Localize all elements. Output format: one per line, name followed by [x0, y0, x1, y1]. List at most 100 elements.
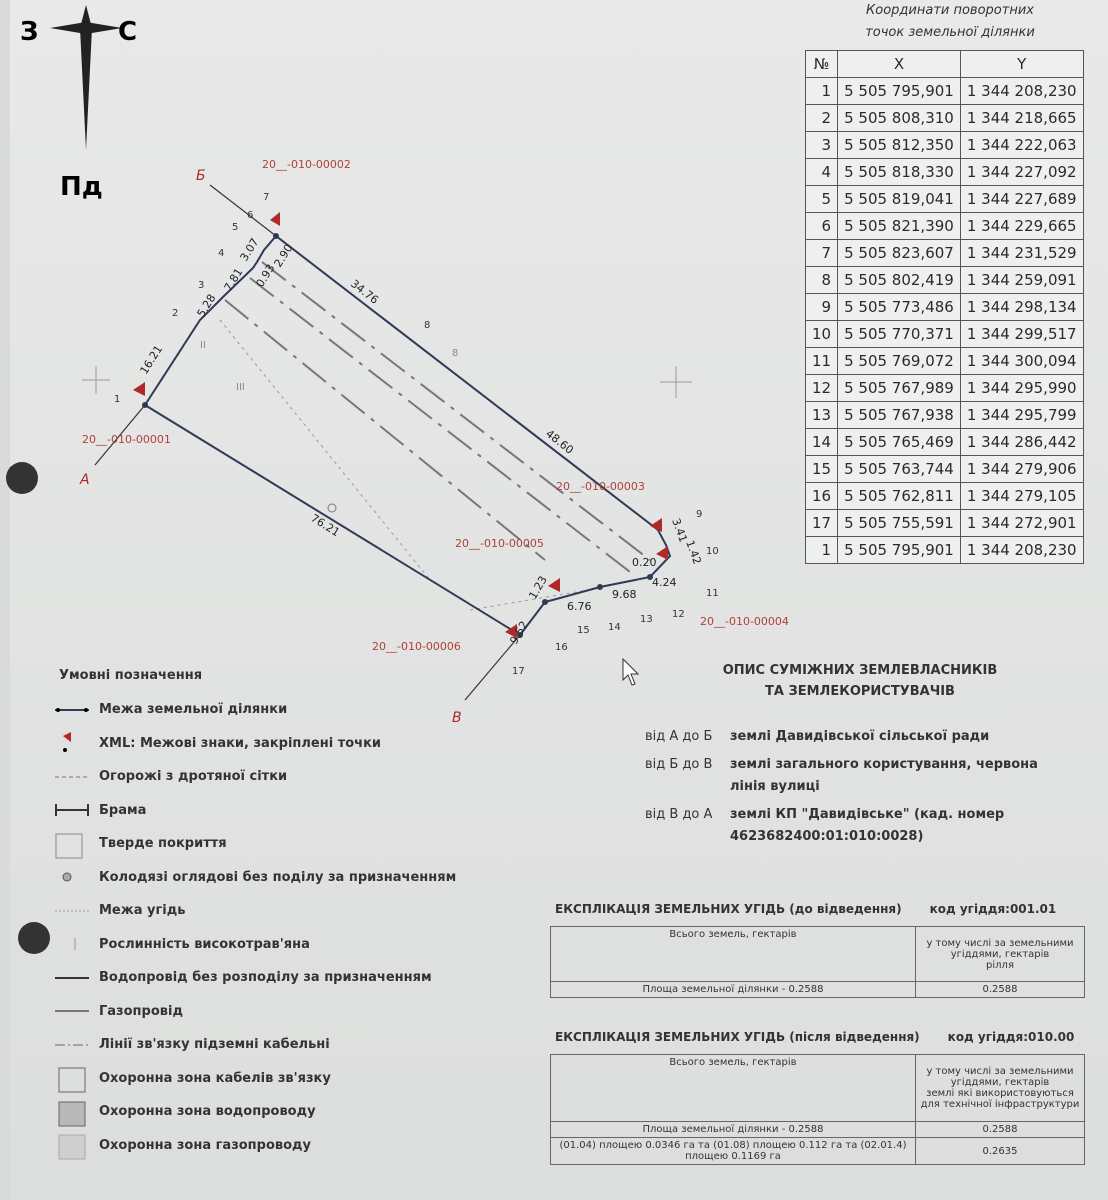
neighbor-label: 20__-010-00004 [700, 615, 789, 628]
legend-label: Межа земельної ділянки [99, 702, 288, 718]
col-header: X [837, 50, 961, 78]
coordinate-cell: 5 505 770,371 [837, 320, 961, 348]
legend-item: Межа земельної ділянки [55, 693, 456, 727]
coordinate-cell: 5 505 819,041 [837, 185, 961, 213]
legend-label: Охоронна зона водопроводу [99, 1104, 316, 1120]
length-label: 1.42 [683, 539, 704, 566]
neighbor-label: 20__-010-00005 [455, 537, 544, 550]
legend-item: Лінії зв'язку підземні кабельні [55, 1028, 456, 1062]
coordinate-cell: 5 505 802,419 [837, 266, 961, 294]
legend: Умовні позначення Межа земельної ділянки… [55, 668, 456, 1162]
svg-text:С: С [118, 17, 137, 47]
compass-icon: З С Пд [20, 5, 137, 202]
legend-item: Рослинність високотрав'яна [55, 928, 456, 962]
coordinate-cell: 2 [804, 104, 839, 132]
length-label: 6.76 [567, 600, 592, 613]
coordinate-cell: 1 344 295,990 [959, 374, 1084, 402]
legend-title: Умовні позначення [59, 668, 203, 683]
coordinate-cell: 5 505 769,072 [837, 347, 961, 375]
legend-label: Охоронна зона газопроводу [99, 1137, 312, 1153]
legend-item: Водопровід без розподілу за призначенням [55, 961, 456, 995]
coordinate-cell: 1 344 300,094 [959, 347, 1084, 375]
svg-text:Пд: Пд [60, 172, 103, 202]
coordinate-cell: 5 505 762,811 [837, 482, 961, 510]
binder-hole [6, 462, 38, 494]
coordinate-cell: 5 505 765,469 [837, 428, 961, 456]
desc-title: ОПИС СУМІЖНИХ ЗЕМЛЕВЛАСНИКІВ [722, 663, 998, 678]
length-label: 48.60 [543, 427, 576, 457]
coordinate-cell: 1 [804, 77, 839, 105]
coordinate-cell: 1 344 259,091 [959, 266, 1084, 294]
explication-after: ЕКСПЛІКАЦІЯ ЗЕМЕЛЬНИХ УГІДЬ (після відве… [550, 1030, 1085, 1165]
coordinate-cell: 14 [804, 428, 839, 456]
coordinate-cell: 1 344 299,517 [959, 320, 1084, 348]
coordinate-cell: 1 344 227,092 [959, 158, 1084, 186]
hard-surface-icon [55, 833, 89, 859]
coordinate-cell: 8 [804, 266, 839, 294]
coordinate-cell: 5 505 821,390 [837, 212, 961, 240]
coordinate-cell: 16 [804, 482, 839, 510]
coordinate-cell: 12 [804, 374, 839, 402]
legend-label: Тверде покриття [99, 836, 227, 852]
legend-item: Охоронна зона кабелів зв'язку [55, 1062, 456, 1096]
legend-label: Брама [99, 802, 147, 818]
water-pipe-icon [55, 967, 89, 989]
neighbor-label: 20__-010-00002 [262, 158, 351, 171]
legend-label: Рослинність високотрав'яна [99, 936, 310, 952]
coordinate-cell: 1 344 298,134 [959, 293, 1084, 321]
coordinate-cell: 5 505 812,350 [837, 131, 961, 159]
zone-label: II [200, 340, 206, 351]
legend-item: Охоронна зона газопроводу [55, 1129, 456, 1163]
coordinate-cell: 5 505 767,989 [837, 374, 961, 402]
coordinate-cell: 3 [804, 131, 839, 159]
coordinate-cell: 1 344 295,799 [959, 401, 1084, 429]
parcel-boundary [143, 234, 672, 637]
explication-before: ЕКСПЛІКАЦІЯ ЗЕМЕЛЬНИХ УГІДЬ (до відведен… [550, 902, 1085, 998]
length-label: 2.90 [272, 242, 296, 270]
neighbor-label: 20__-010-00003 [556, 480, 645, 493]
point-number: 2 [172, 308, 178, 319]
coordinate-cell: 4 [804, 158, 839, 186]
desc-title: ТА ЗЕМЛЕКОРИСТУВАЧІВ [765, 684, 955, 699]
coordinate-cell: 7 [804, 239, 839, 267]
boundary-line-icon [55, 699, 89, 721]
coordinate-cell: 6 [804, 212, 839, 240]
length-label: 0.93 [254, 262, 278, 290]
point-number: 16 [555, 642, 568, 653]
coordinate-cell: 5 505 795,901 [837, 77, 961, 105]
coordinate-cell: 15 [804, 455, 839, 483]
corner-b: Б [196, 168, 206, 184]
legend-item: Охоронна зона водопроводу [55, 1095, 456, 1129]
coordinate-cell: 1 344 208,230 [959, 77, 1084, 105]
legend-item: Огорожі з дротяної сітки [55, 760, 456, 794]
coordinate-cell: 17 [804, 509, 839, 537]
gas-zone-icon [55, 1134, 89, 1160]
legend-item: Межа угідь [55, 894, 456, 928]
coordinate-cell: 1 344 218,665 [959, 104, 1084, 132]
legend-label: XML: Межові знаки, закріплені точки [99, 735, 382, 751]
coordinate-cell: 10 [804, 320, 839, 348]
neighbor-label: 20__-010-00006 [372, 640, 461, 653]
legend-item: Газопровід [55, 995, 456, 1029]
legend-item: Тверде покриття [55, 827, 456, 861]
gate-icon [55, 799, 89, 821]
legend-item: Колодязі оглядові без поділу за призначе… [55, 861, 456, 895]
length-label: 9.68 [612, 588, 637, 601]
neighbors-description: ОПИС СУМІЖНИХ ЗЕМЛЕВЛАСНИКІВ ТА ЗЕМЛЕКОР… [645, 660, 1070, 848]
coordinate-cell: 5 505 755,591 [837, 509, 961, 537]
water-zone-icon [55, 1101, 89, 1127]
